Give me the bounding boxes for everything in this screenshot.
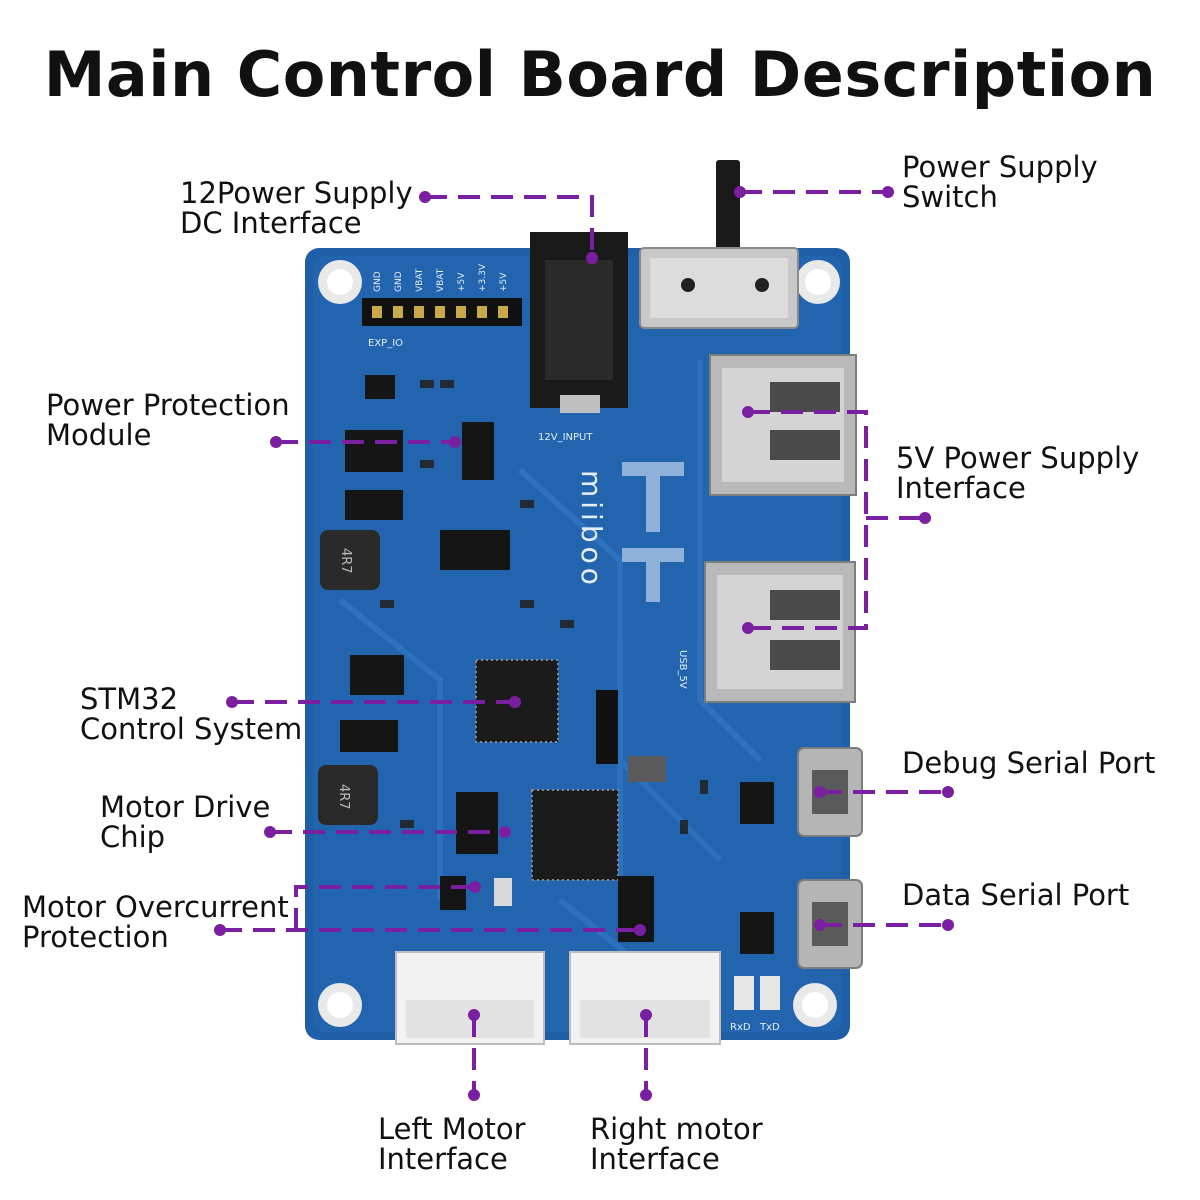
- label-right-motor-line2: Interface: [590, 1142, 720, 1176]
- label-left-motor-line1: Left Motor: [378, 1112, 526, 1146]
- dc-jack: 12V_INPUT: [530, 232, 628, 443]
- label-overcurrent-line2: Protection: [22, 920, 169, 954]
- label-dc-interface-line1: 12Power Supply: [180, 176, 413, 210]
- power-switch: [639, 160, 799, 329]
- label-usb-5v: 5V Power Supply Interface: [896, 443, 1139, 503]
- inductor-mark-2: 4R7: [336, 784, 351, 810]
- dc-jack-label: 12V_INPUT: [538, 432, 593, 443]
- label-power-protection-line2: Module: [46, 418, 152, 452]
- header-pin-label: +5V: [499, 272, 509, 292]
- callout-leaders: [220, 190, 948, 1095]
- passive-components: [380, 380, 708, 834]
- label-motor-drive-line2: Chip: [100, 820, 166, 854]
- label-data-serial: Data Serial Port: [902, 880, 1129, 910]
- label-power-switch-line1: Power Supply: [902, 150, 1098, 184]
- leader-overcurrent: [220, 885, 640, 932]
- label-dc-interface: 12Power Supply DC Interface: [180, 178, 413, 238]
- label-motor-drive-line1: Motor Drive: [100, 790, 271, 824]
- diagram-title: Main Control Board Description: [43, 38, 1157, 111]
- mounting-holes: [318, 260, 840, 1027]
- label-power-protection: Power Protection Module: [46, 390, 290, 450]
- header-pin-label: VBAT: [436, 268, 446, 292]
- led-label-rx: RxD: [730, 1022, 751, 1033]
- pin-header: GND GND VBAT VBAT +5V +3.3V +5V EXP_IO: [362, 263, 522, 349]
- header-pin-label: VBAT: [415, 268, 425, 292]
- label-left-motor: Left Motor Interface: [378, 1114, 526, 1174]
- label-debug-serial-line1: Debug Serial Port: [902, 746, 1156, 780]
- label-data-serial-line1: Data Serial Port: [902, 878, 1130, 912]
- leader-dc-interface: [425, 195, 594, 258]
- usb-ports: USB_5V: [677, 354, 857, 703]
- callout-dots: [214, 186, 954, 1101]
- usb-label: USB_5V: [677, 650, 688, 689]
- logo-shapes: [622, 462, 684, 602]
- brand-text: miiboo: [575, 470, 608, 589]
- header-label: EXP_IO: [368, 338, 403, 349]
- label-overcurrent: Motor Overcurrent Protection: [22, 892, 289, 952]
- header-pin-label: GND: [394, 271, 404, 292]
- header-pin-label: +5V: [457, 272, 467, 292]
- label-debug-serial: Debug Serial Port: [902, 748, 1155, 778]
- power-protection-chips: [345, 375, 510, 570]
- label-dc-interface-line2: DC Interface: [180, 206, 362, 240]
- label-right-motor: Right motor Interface: [590, 1114, 763, 1174]
- label-overcurrent-line1: Motor Overcurrent: [22, 890, 289, 924]
- label-usb-5v-line1: 5V Power Supply: [896, 441, 1140, 475]
- label-usb-5v-line2: Interface: [896, 471, 1026, 505]
- inductors: 4R7 4R7: [318, 530, 380, 825]
- inductor-mark-1: 4R7: [338, 548, 353, 574]
- leader-usb-5v: [748, 410, 925, 630]
- label-stm32-line2: Control System: [80, 712, 303, 746]
- label-left-motor-line2: Interface: [378, 1142, 508, 1176]
- status-leds: RxD TxD: [730, 976, 780, 1033]
- header-pin-label: GND: [373, 271, 383, 292]
- label-stm32-line1: STM32: [80, 682, 179, 716]
- motor-connectors: [395, 951, 721, 1045]
- label-power-switch: Power Supply Switch: [902, 152, 1098, 212]
- led-label-tx: TxD: [759, 1022, 780, 1033]
- label-power-switch-line2: Switch: [902, 180, 998, 214]
- label-power-protection-line1: Power Protection: [46, 388, 290, 422]
- pcb-board: GND GND VBAT VBAT +5V +3.3V +5V EXP_IO 12V_INP…: [305, 160, 863, 1045]
- label-right-motor-line1: Right motor: [590, 1112, 763, 1146]
- label-stm32: STM32 Control System: [80, 684, 302, 744]
- header-pin-label: +3.3V: [478, 263, 488, 292]
- label-motor-drive: Motor Drive Chip: [100, 792, 270, 852]
